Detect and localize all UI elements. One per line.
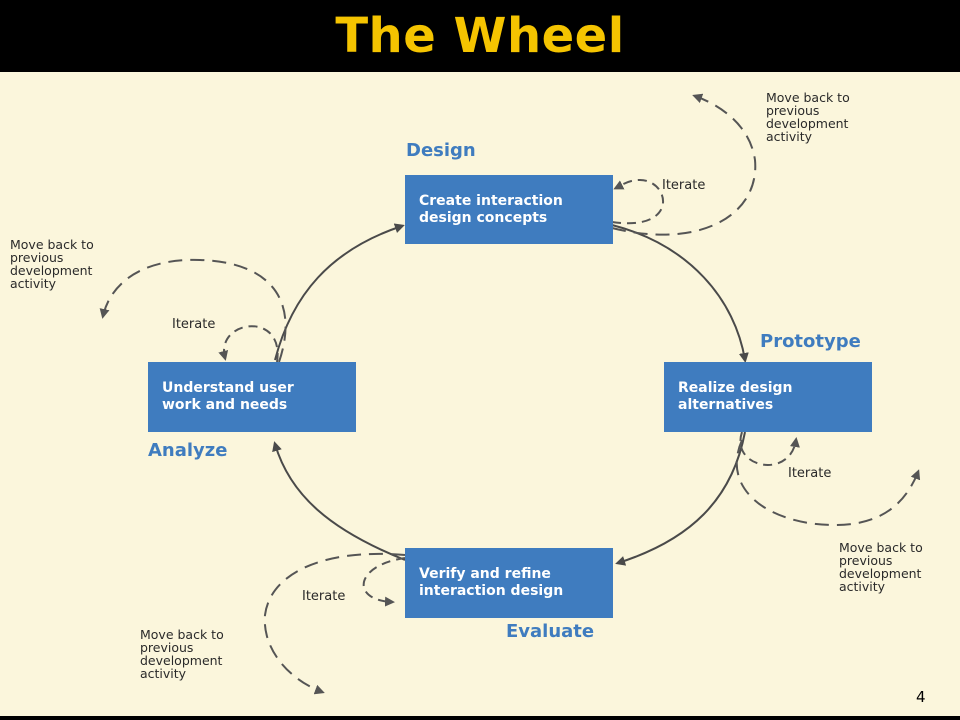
cycle-arrow-prototype-to-evaluate <box>615 431 746 566</box>
activity-box-analyze: Understand user work and needs <box>148 362 356 432</box>
iterate-loop-prototype <box>739 431 800 466</box>
slide-title: The Wheel <box>335 8 625 64</box>
move-back-note-analyze: Move back to previous development activi… <box>10 237 94 291</box>
move-back-note-design: Move back to previous development activi… <box>766 90 850 144</box>
activity-box-evaluate-text: Verify and refine interaction design <box>419 566 564 599</box>
iterate-label-evaluate: Iterate <box>302 589 346 604</box>
iterate-label-design: Iterate <box>662 178 706 193</box>
iterate-label-analyze: Iterate <box>172 317 216 332</box>
activity-box-analyze-text: Understand user work and needs <box>162 380 294 413</box>
move-back-note-evaluate: Move back to previous development activi… <box>140 627 224 681</box>
cycle-arrow-analyze-to-design <box>274 223 405 361</box>
page-number: 4 <box>916 688 926 706</box>
iterate-loop-evaluate <box>362 557 406 607</box>
activity-box-design-text: Create interaction design concepts <box>419 192 563 226</box>
cycle-arrow-evaluate-to-analyze <box>272 441 406 561</box>
phase-label-prototype: Prototype <box>760 331 861 352</box>
iterate-loop-analyze <box>218 325 279 363</box>
cycle-arrow-design-to-prototype <box>611 224 749 363</box>
title-bar: The Wheel <box>0 0 960 72</box>
move-back-arrow-analyze <box>99 258 287 363</box>
phase-label-design: Design <box>406 140 476 161</box>
phase-label-analyze: Analyze <box>148 440 228 461</box>
phase-label-evaluate: Evaluate <box>506 621 595 642</box>
iterate-loop-design <box>611 178 665 225</box>
activity-box-design: Create interaction design concepts <box>405 175 613 244</box>
iterate-label-prototype: Iterate <box>788 466 832 481</box>
move-back-arrow-evaluate <box>263 553 406 695</box>
move-back-arrow-design <box>611 93 757 236</box>
move-back-note-prototype: Move back to previous development activi… <box>839 540 923 594</box>
activity-box-prototype-text: Realize design alternatives <box>678 380 793 413</box>
move-back-arrow-prototype <box>735 439 921 527</box>
bottom-strip <box>0 716 960 720</box>
activity-box-prototype: Realize design alternatives <box>664 362 872 432</box>
activity-box-evaluate: Verify and refine interaction design <box>405 548 613 618</box>
